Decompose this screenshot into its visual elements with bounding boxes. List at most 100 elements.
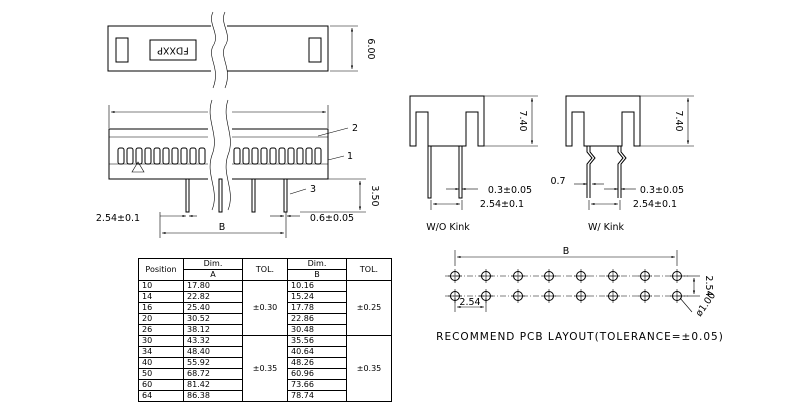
dim-b-cell: 15.24 — [287, 291, 347, 303]
position-cell: 16 — [138, 302, 184, 314]
pcb-layout: B 2.54 2.54 ø1.00 RECOMMEND PCB LAYOUT(T… — [436, 246, 723, 343]
view-caption: W/O Kink — [426, 222, 470, 233]
contact — [198, 147, 206, 165]
dim-a-cell: 81.42 — [183, 379, 243, 391]
side-body — [409, 95, 485, 147]
dim-b-cell: 73.66 — [287, 379, 347, 391]
position-cell: 14 — [138, 291, 184, 303]
break-line — [223, 11, 228, 89]
contact — [171, 147, 179, 165]
tol-b-cell: ±0.35 — [346, 335, 392, 402]
view-caption: W/ Kink — [588, 222, 625, 233]
position-cell: 34 — [138, 346, 184, 358]
kinked-pin — [586, 146, 593, 198]
dim-a-cell: 17.80 — [183, 280, 243, 292]
pin-size-label: 0.6±0.05 — [310, 213, 354, 224]
contact — [135, 147, 143, 165]
hole-grid — [448, 269, 684, 303]
front-view: A 2 1 3 3.50 2.54±0.1 0. — [96, 99, 380, 238]
tol-a-cell: ±0.30 — [242, 280, 288, 336]
position-cell: 10 — [138, 280, 184, 292]
break-line — [211, 11, 216, 89]
side-height-label: 7.40 — [673, 110, 684, 131]
position-cell: 40 — [138, 357, 184, 369]
contact — [189, 147, 197, 165]
kink-offset-label: 0.7 — [550, 176, 565, 187]
pitch-label: 2.54±0.1 — [633, 199, 677, 210]
position-header: Position — [138, 258, 184, 281]
pcb-dim-b-label: B — [563, 246, 570, 257]
callout-2: 2 — [352, 123, 358, 134]
callout-3: 3 — [310, 184, 316, 195]
pin-thickness-label: 0.3±0.05 — [488, 185, 532, 196]
contact — [144, 147, 152, 165]
dim-b-cell: 35.56 — [287, 335, 347, 347]
position-cell: 60 — [138, 379, 184, 391]
top-height-label: 6.00 — [365, 38, 376, 59]
contact — [233, 147, 241, 165]
contact — [314, 147, 322, 165]
pin — [427, 145, 432, 199]
dim-a-cell: 38.12 — [183, 324, 243, 336]
pin1-triangle-marker — [131, 161, 145, 173]
side-height-label: 7.40 — [517, 110, 528, 131]
position-cell: 30 — [138, 335, 184, 347]
contact — [269, 147, 277, 165]
dim-b-label: B — [219, 222, 226, 233]
pin — [283, 178, 288, 213]
contact — [242, 147, 250, 165]
table-header-row: Position Dim. TOL. Dim. TOL. — [138, 258, 392, 281]
position-cell: 26 — [138, 324, 184, 336]
contact — [126, 147, 134, 165]
pin-thickness-label: 0.3±0.05 — [640, 185, 684, 196]
contact — [260, 147, 268, 165]
pitch-label: 2.54±0.1 — [480, 199, 524, 210]
dim-a-header: A — [183, 269, 243, 281]
dim-b-cell: 40.64 — [287, 346, 347, 358]
side-view-without-kink: 7.40 0.3±0.05 2.54±0.1 W/O Kink — [409, 95, 538, 233]
dim-b-header-top: Dim. — [287, 258, 347, 270]
contact — [117, 147, 125, 165]
dim-b-header: B — [287, 269, 347, 281]
dim-b-cell: 30.48 — [287, 324, 347, 336]
position-cell: 20 — [138, 313, 184, 325]
dim-a-cell: 43.32 — [183, 335, 243, 347]
dim-b-cell: 17.78 — [287, 302, 347, 314]
contact — [305, 147, 313, 165]
side-body — [565, 95, 641, 147]
contact — [287, 147, 295, 165]
pin — [458, 145, 463, 199]
tol-b-cell: ±0.25 — [346, 280, 392, 336]
contact-row — [117, 147, 322, 165]
dim-b-cell: 60.96 — [287, 368, 347, 380]
hole-diameter-label: ø1.00 — [694, 290, 718, 318]
contact — [251, 147, 259, 165]
side-view-with-kink: 7.40 0.7 0.3±0.05 2.54±0.1 W/ Kink — [550, 95, 694, 233]
contact — [153, 147, 161, 165]
right-slot — [308, 37, 322, 63]
dim-b-cell: 22.86 — [287, 313, 347, 325]
contact — [162, 147, 170, 165]
tol-b-header: TOL. — [346, 258, 392, 281]
position-cell: 50 — [138, 368, 184, 380]
pin — [185, 178, 190, 213]
dim-a-cell: 48.40 — [183, 346, 243, 358]
pin — [251, 178, 256, 213]
dim-a-cell: 25.40 — [183, 302, 243, 314]
dim-a-cell: 22.82 — [183, 291, 243, 303]
contact — [180, 147, 188, 165]
tol-a-header: TOL. — [242, 258, 288, 281]
contact — [296, 147, 304, 165]
pitch-label: 2.54±0.1 — [96, 213, 140, 224]
pin-height-label: 3.50 — [369, 185, 380, 206]
tol-a-cell: ±0.35 — [242, 335, 288, 402]
dim-a-cell: 68.72 — [183, 368, 243, 380]
top-view: FDXXP 6.00 — [107, 11, 376, 89]
dim-b-cell: 48.26 — [287, 357, 347, 369]
